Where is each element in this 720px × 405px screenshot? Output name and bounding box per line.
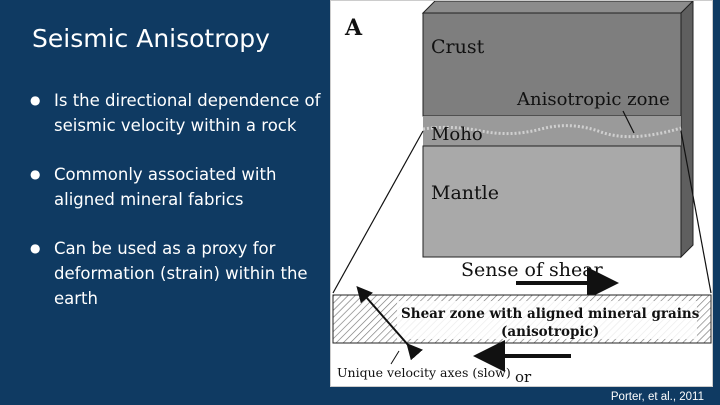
shear-sense-label: Sense of shear [461,259,604,281]
bullet-item: ● Is the directional dependence of seism… [30,88,330,138]
crust-label: Crust [431,36,485,58]
mantle-layer [422,145,682,258]
shear-zone-label-bg [397,301,697,339]
mantle-label: Mantle [431,182,499,204]
shear-zone-label: Shear zone with aligned mineral grains [401,306,700,322]
bullet-dot-icon: ● [30,167,41,181]
bullet-text: Can be used as a proxy for deformation (… [54,239,308,308]
anisotropy-diagram: A Crust Anisotropic zone Moho Mantle Sen… [332,1,712,386]
citation: Porter, et al., 2011 [610,391,704,403]
shear-zone-sublabel: (anisotropic) [501,324,599,340]
moho-label: Moho [431,124,483,145]
zoom-line-right [680,130,712,294]
bullet-item: ● Commonly associated with aligned miner… [30,162,330,212]
bullet-text: Is the directional dependence of seismic… [54,91,321,135]
velocity-axis-arrow [356,285,423,361]
panel-letter: A [344,15,363,41]
anisotropy-figure: A Crust Anisotropic zone Moho Mantle Sen… [330,0,713,387]
slide-title: Seismic Anisotropy [32,24,270,53]
bullet-list: ● Is the directional dependence of seism… [30,88,330,335]
zoom-line-left [332,130,424,294]
anisotropic-leader [622,110,635,134]
bullet-dot-icon: ● [30,93,41,107]
or-label: or [515,368,532,386]
crust-layer [422,12,682,117]
bullet-dot-icon: ● [30,241,41,255]
velocity-axes-label: Unique velocity axes (slow) [337,365,511,380]
bullet-text: Commonly associated with aligned mineral… [54,165,277,209]
bullet-item: ● Can be used as a proxy for deformation… [30,236,330,311]
anisotropic-zone-label: Anisotropic zone [516,89,670,110]
block-top-face [421,1,694,14]
anisotropic-band [423,116,681,146]
velocity-axis-leader [390,350,400,365]
block-side-face [680,1,694,259]
